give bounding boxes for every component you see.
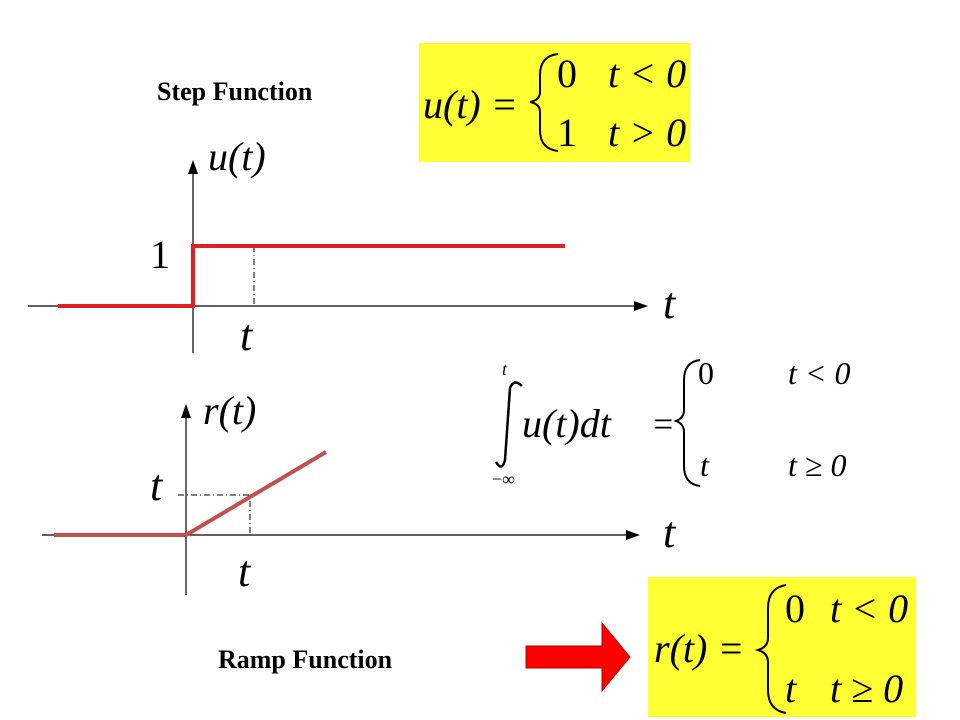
integral-brace [673,359,701,487]
ramp-x-axis-arrowhead [626,530,640,540]
step-level-label: 1 [150,232,170,277]
ramp-formula-lhs: r(t) = [654,626,744,671]
step-formula-case1-condition: t < 0 [608,51,686,96]
ramp-formula-case2-condition: t ≥ 0 [830,666,903,711]
step-formula-background [419,43,690,162]
step-function-title: Step Function [157,77,313,106]
step-tick-label: t [240,311,254,360]
ramp-formula-background [648,577,916,717]
step-formula-case2-value: 1 [557,110,577,155]
ramp-y-axis-label: r(t) [203,388,256,433]
ramp-x-axis-label: t [663,508,677,557]
ramp-tick-label: t [238,547,252,596]
integral-integrand: u(t)dt [522,401,612,446]
integral-case2-condition: t ≥ 0 [788,447,846,483]
ramp-dashdot-lines [178,494,251,535]
ramp-formula-brace [754,584,787,714]
ramp-curve [54,450,328,537]
ramp-formula-case2-value: t [785,666,797,711]
integral-sign [494,381,523,468]
step-formula-case2-condition: t > 0 [608,110,686,155]
integral-lower-limit: −∞ [492,469,515,489]
step-formula-lhs: u(t) = [423,82,518,127]
ramp-y-axis-arrowhead [181,404,191,418]
step-x-axis-label: t [663,279,677,328]
ramp-function-title: Ramp Function [218,645,393,674]
ramp-formula-case1-value: 0 [785,586,805,631]
step-x-axis-arrowhead [634,301,648,311]
step-formula-box: u(t) = 0 t < 0 1 t > 0 [419,43,690,162]
step-formula-brace [529,53,559,152]
right-arrow-icon [525,621,631,693]
integral-case1-condition: t < 0 [788,355,850,391]
integral-case2-value: t [700,447,710,483]
integral-case1-value: 0 [698,355,714,391]
ramp-graph: r(t) t t t [42,388,677,596]
integral-upper-limit: t [502,359,508,379]
ramp-formula-box: r(t) = 0 t < 0 t t ≥ 0 [648,577,916,717]
ramp-formula-case1-condition: t < 0 [830,586,908,631]
step-curve [58,244,565,308]
step-y-axis-label: u(t) [208,134,266,179]
integral-equals-sign: = [653,404,673,444]
step-graph: u(t) t 1 t [28,134,677,360]
step-formula-case1-value: 0 [557,51,577,96]
step-y-axis-arrowhead [188,160,198,174]
integral-formula: t −∞ u(t)dt = 0 t < 0 t t ≥ 0 [492,355,850,489]
ramp-level-label: t [150,461,164,510]
